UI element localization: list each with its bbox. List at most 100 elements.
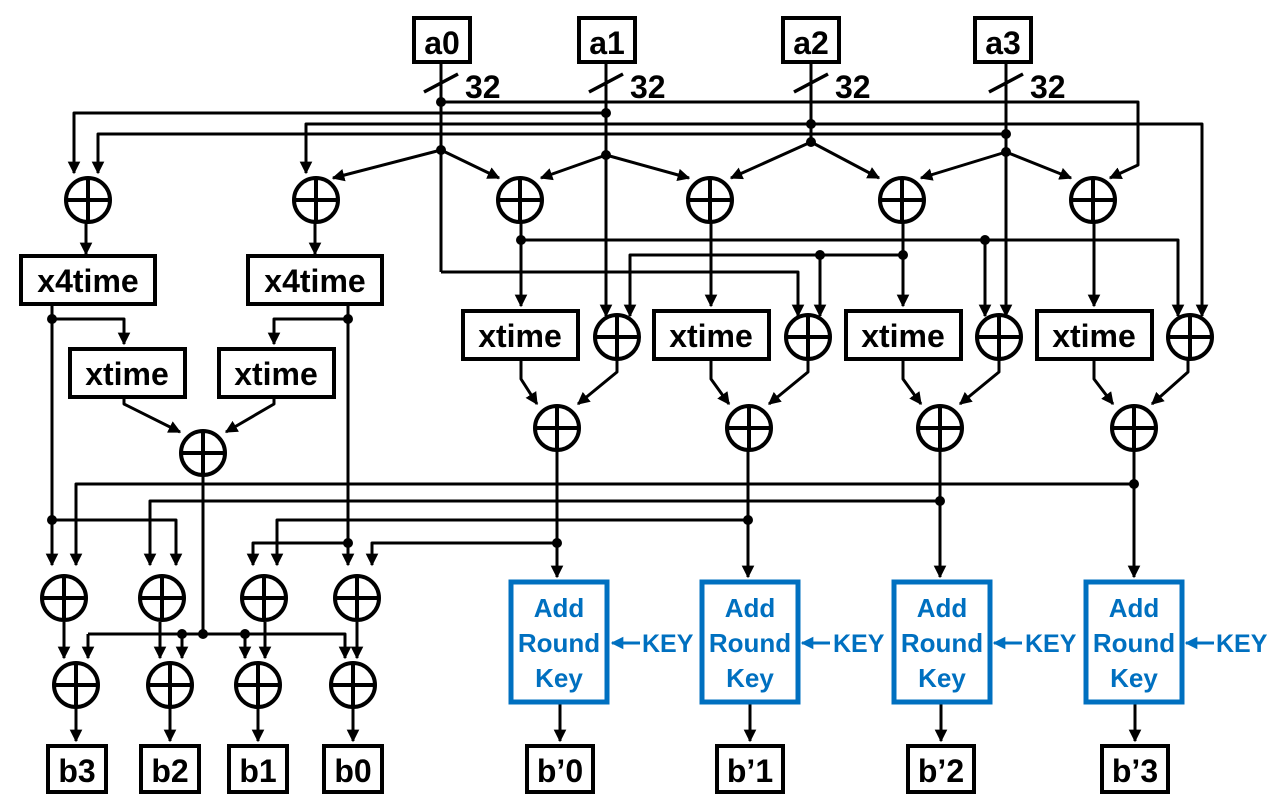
slash-icon — [423, 72, 459, 94]
output-box — [715, 744, 785, 794]
wire — [224, 397, 276, 434]
output-label: b3 — [58, 753, 95, 789]
output-box — [906, 744, 976, 794]
wire — [919, 150, 1007, 181]
wire — [623, 253, 903, 318]
input-box — [577, 16, 637, 64]
key-label: KEY — [1216, 630, 1268, 658]
circled-plus-icon — [52, 661, 100, 709]
bus-width-label: 32 — [465, 69, 501, 105]
add-round-key-block: Add Round Key — [1083, 579, 1185, 705]
wire — [88, 632, 352, 660]
output-boxes-right: b’0 b’1 b’2 b’3 — [525, 744, 1170, 794]
junction-dot — [601, 150, 611, 160]
ark-line-3: Key — [918, 663, 966, 693]
ark-line-3: Key — [535, 663, 583, 693]
wire — [901, 359, 923, 406]
circled-plus-icon — [725, 404, 773, 452]
wire — [1092, 359, 1115, 406]
wire — [1151, 359, 1190, 406]
junction-dot — [1001, 129, 1011, 139]
wire — [267, 317, 348, 346]
circled-plus-icon — [784, 313, 832, 361]
junction-dot — [343, 314, 353, 324]
junction-dot — [601, 108, 611, 118]
bus-width-marks: 32 32 32 32 — [423, 69, 1066, 105]
ark-line-3: Key — [1110, 663, 1158, 693]
circled-plus-icon — [179, 429, 227, 477]
wires — [45, 62, 1209, 743]
junction-dot — [806, 119, 816, 129]
wire — [605, 153, 691, 182]
junction-dot — [1129, 479, 1139, 489]
circled-plus-icon — [329, 661, 377, 709]
circled-plus-icon — [1110, 404, 1158, 452]
output-box — [139, 744, 201, 794]
circled-plus-icon — [975, 313, 1023, 361]
xtime-block — [844, 309, 963, 361]
wire — [729, 140, 812, 180]
wire — [52, 518, 183, 567]
input-box — [412, 16, 472, 64]
xtime-label: xtime — [861, 318, 945, 354]
junction-dot — [898, 250, 908, 260]
ark-line-2: Round — [1093, 628, 1175, 658]
x4time-block — [246, 254, 384, 306]
junction-dot — [980, 235, 990, 245]
output-label: b0 — [334, 753, 371, 789]
wire — [539, 153, 607, 181]
wire — [91, 132, 1006, 175]
xtime-block — [1035, 309, 1154, 361]
wire — [810, 140, 881, 180]
ark-line-1: Add — [917, 593, 968, 623]
output-box — [46, 744, 108, 794]
circled-plus-icon — [40, 574, 88, 622]
xtime-label: xtime — [478, 318, 562, 354]
junction-dot — [47, 314, 57, 324]
circled-plus-icon — [533, 404, 581, 452]
wire — [143, 499, 940, 567]
circled-plus-icon — [146, 661, 194, 709]
wire — [52, 317, 131, 346]
ark-line-1: Add — [1109, 593, 1160, 623]
circled-plus-icon — [234, 661, 282, 709]
circled-plus-icon — [64, 176, 112, 224]
circled-plus-icon — [292, 176, 340, 224]
input-box — [781, 16, 841, 64]
output-box — [1100, 744, 1170, 794]
circled-plus-icon — [333, 574, 381, 622]
wire — [299, 122, 811, 175]
junction-dot — [436, 145, 446, 155]
wire — [122, 397, 182, 434]
wire — [270, 518, 748, 567]
bus-width-label: 32 — [835, 69, 871, 105]
wire — [365, 541, 557, 567]
xtime-block — [217, 347, 336, 399]
slash-icon — [988, 72, 1024, 94]
xtime-label: xtime — [234, 356, 318, 392]
ark-line-2: Round — [518, 628, 600, 658]
output-label: b’3 — [1112, 753, 1158, 789]
output-box — [525, 744, 595, 794]
junction-dots — [47, 97, 1139, 639]
key-labels: KEY KEY KEY KEY — [642, 630, 1268, 658]
circled-plus-icon — [138, 574, 186, 622]
xtime-block — [68, 347, 187, 399]
key-label: KEY — [833, 630, 885, 658]
input-boxes: a0 a1 a2 a3 — [412, 16, 1033, 64]
junction-dot — [552, 538, 562, 548]
wire — [519, 359, 539, 406]
wire — [577, 359, 619, 406]
input-label: a3 — [985, 25, 1021, 61]
output-label: b2 — [151, 753, 188, 789]
xtime-label: xtime — [1052, 318, 1136, 354]
wire — [1138, 122, 1209, 318]
output-boxes-left: b3 b2 b1 b0 — [46, 744, 384, 794]
input-label: a2 — [793, 25, 829, 61]
output-box — [227, 744, 289, 794]
x4time-label: x4time — [37, 263, 138, 299]
wire — [246, 541, 348, 567]
wire — [1005, 150, 1073, 180]
add-round-key-block: Add Round Key — [699, 579, 801, 705]
